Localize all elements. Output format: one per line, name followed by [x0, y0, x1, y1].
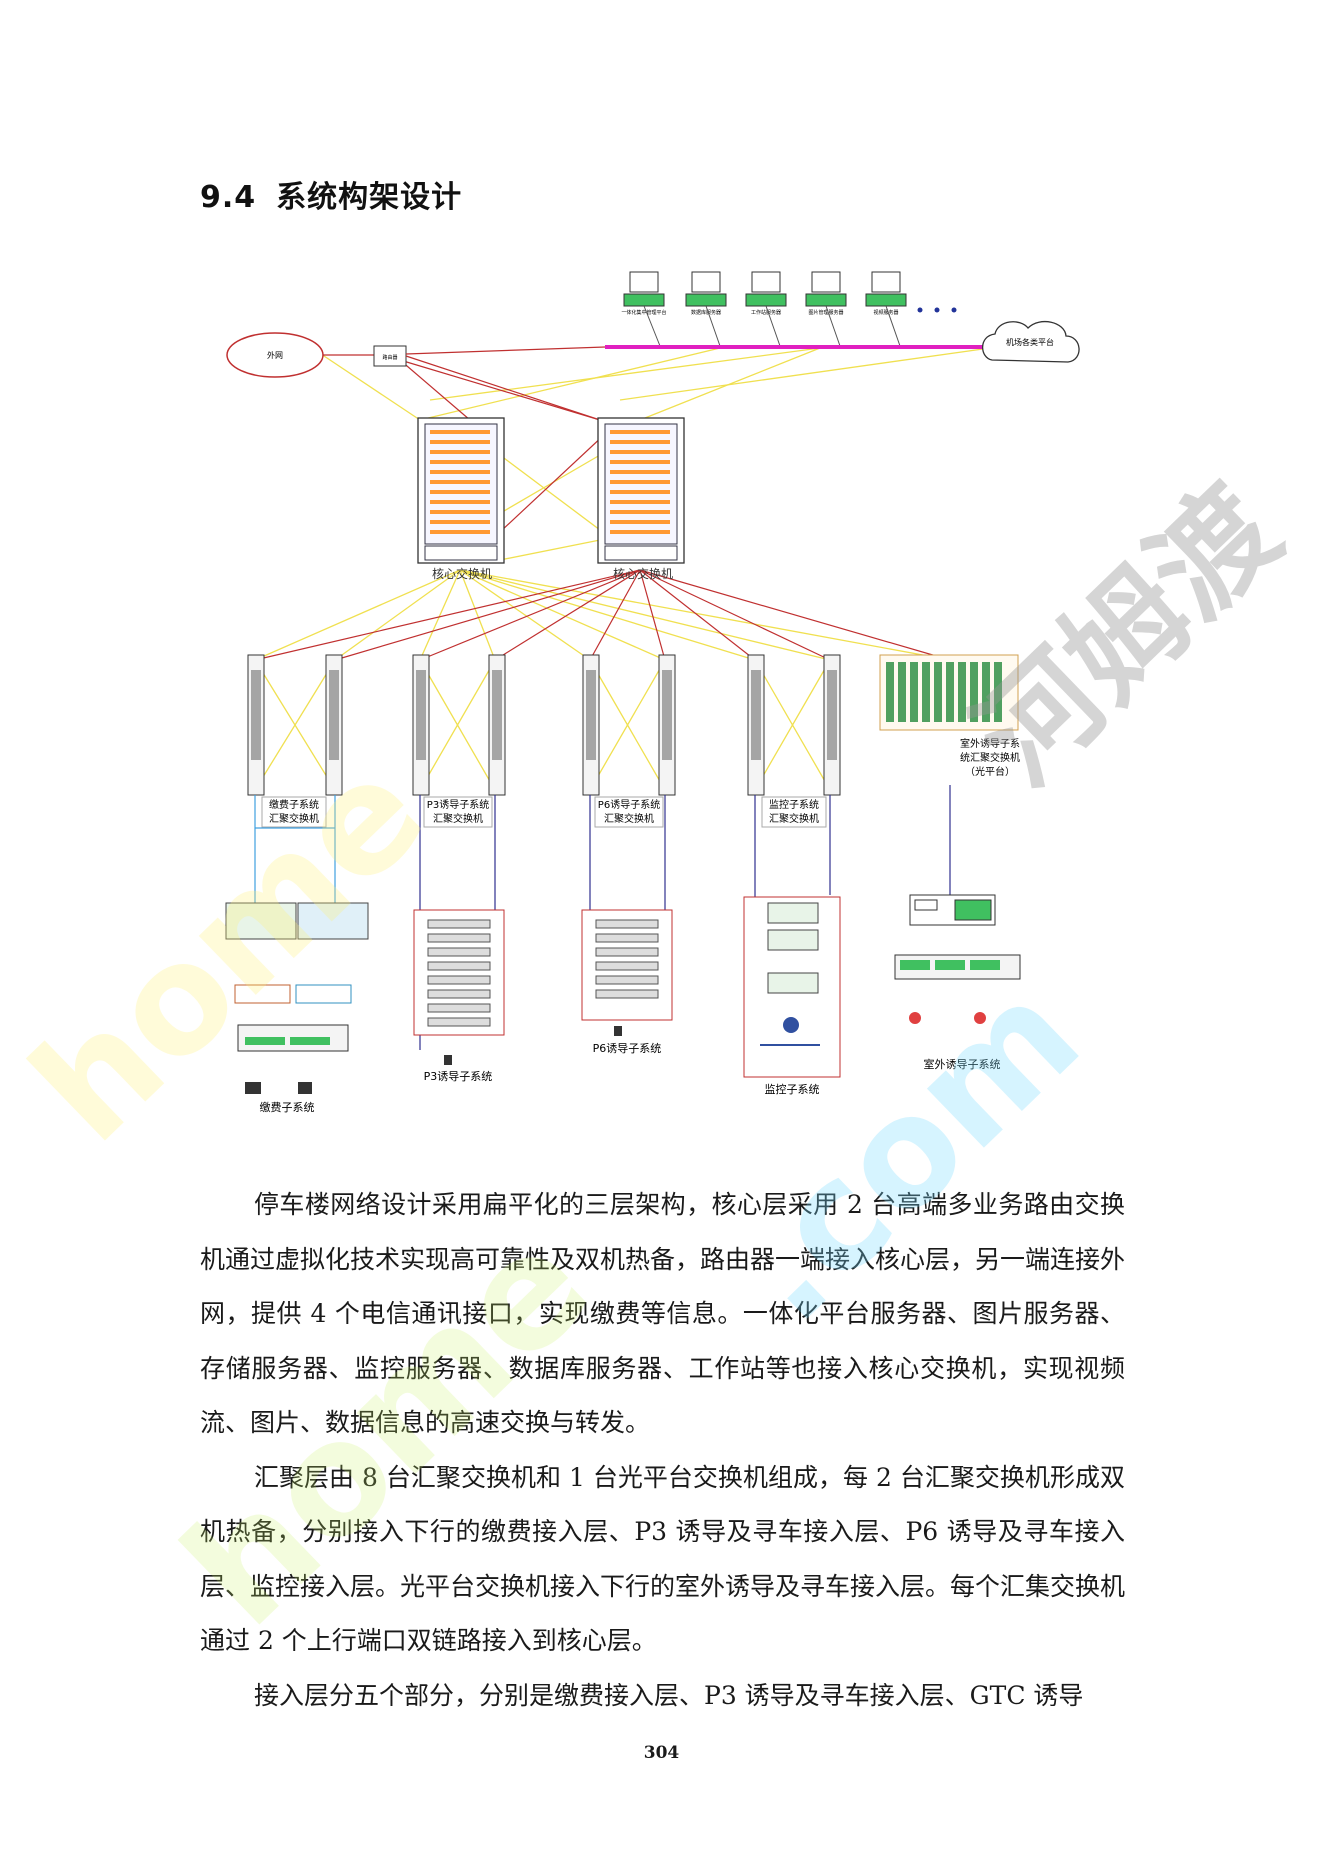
svg-text:P6诱导子系统: P6诱导子系统 [598, 798, 660, 811]
server-label: 工作站服务器 [751, 309, 781, 316]
svg-text:统汇聚交换机: 统汇聚交换机 [960, 751, 1020, 764]
server-label: 一体化集中管理平台 [621, 309, 666, 316]
router-label: 路由器 [382, 354, 397, 361]
aggregation-labels: 缴费子系统 汇聚交换机 P3诱导子系统 汇聚交换机 P6诱导子系统 汇聚交换机 … [261, 796, 827, 828]
uplink-lines [254, 354, 951, 661]
svg-text:P3诱导子系统: P3诱导子系统 [427, 798, 489, 811]
svg-text:汇聚交换机: 汇聚交换机 [604, 812, 654, 825]
server-label: 数据库服务器 [691, 309, 721, 316]
cloud-label: 机场各类平台 [1006, 337, 1054, 347]
subsystem-label: 缴费子系统 [260, 1100, 315, 1114]
section-title: 系统构架设计 [276, 180, 463, 215]
svg-text:监控子系统: 监控子系统 [769, 798, 819, 811]
subsystem-label: 室外诱导子系统 [924, 1057, 1001, 1071]
core-switch-left [417, 417, 505, 564]
outer-network-label: 外网 [267, 350, 283, 360]
network-architecture-diagram: 一体化集中管理平台 数据库服务器 工作站服务器 图片管理服务器 视频服务器 机场… [225, 271, 1080, 1114]
monitoring-subsystem: 监控子系统 [743, 896, 841, 1096]
server-monitor-icon [805, 271, 847, 307]
paragraph: 汇聚层由 8 台汇聚交换机和 1 台光平台交换机组成，每 2 台汇聚交换机形成双… [200, 1462, 1126, 1656]
section-heading: 9.4 系统构架设计 [200, 172, 462, 216]
server-monitor-icon [623, 271, 665, 307]
server-label: 视频服务器 [873, 309, 898, 316]
svg-text:缴费子系统: 缴费子系统 [269, 798, 319, 811]
section-number: 9.4 [200, 180, 257, 215]
svg-text:汇聚交换机: 汇聚交换机 [769, 812, 819, 825]
server-monitor-icon [865, 271, 907, 307]
payment-subsystem: 缴费子系统 [225, 902, 369, 1114]
svg-text:（光平台）: （光平台） [965, 765, 1015, 778]
outer-network-node [226, 332, 324, 378]
optical-platform-switch: 室外诱导子系 统汇聚交换机 （光平台） [879, 654, 1020, 778]
outdoor-guidance-subsystem: 室外诱导子系统 [894, 894, 1021, 1071]
subsystem-label: P6诱导子系统 [593, 1042, 662, 1055]
paragraph: 接入层分五个部分，分别是缴费接入层、P3 诱导及寻车接入层、GTC 诱导 [254, 1680, 1084, 1710]
server-monitor-icon [745, 271, 787, 307]
page-number: 304 [643, 1743, 680, 1763]
core-switch-label: 核心交换机 [432, 566, 492, 581]
server-monitor-icon [685, 271, 727, 307]
svg-text:汇聚交换机: 汇聚交换机 [433, 812, 483, 825]
p6-guidance-subsystem: P6诱导子系统 [581, 909, 673, 1055]
cloud-icon: 机场各类平台 [981, 320, 1080, 363]
server-row: 一体化集中管理平台 数据库服务器 工作站服务器 图片管理服务器 视频服务器 [621, 271, 957, 347]
svg-text:室外诱导子系: 室外诱导子系 [960, 737, 1020, 750]
subsystem-label: 监控子系统 [765, 1082, 820, 1096]
paragraph: 停车楼网络设计采用扁平化的三层架构，核心层采用 2 台高端多业务路由交换机通过虚… [200, 1190, 1126, 1437]
core-switch-right [597, 417, 685, 564]
switch-ports [251, 670, 837, 760]
server-label: 图片管理服务器 [808, 309, 843, 316]
core-switch-label: 核心交换机 [613, 566, 673, 581]
subsystem-label: P3诱导子系统 [424, 1070, 493, 1083]
svg-text:汇聚交换机: 汇聚交换机 [269, 812, 319, 825]
body-text: 停车楼网络设计采用扁平化的三层架构，核心层采用 2 台高端多业务路由交换机通过虚… [200, 1178, 1125, 1723]
p3-guidance-subsystem: P3诱导子系统 [413, 909, 505, 1083]
